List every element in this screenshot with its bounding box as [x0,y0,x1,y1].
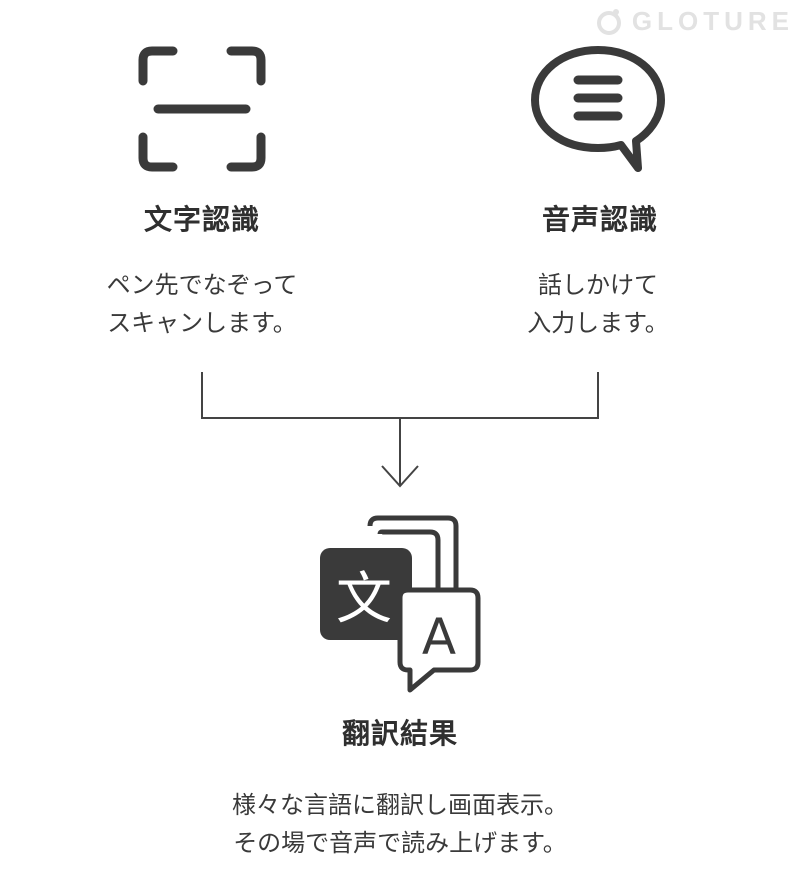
result-title: 翻訳結果 [341,717,458,750]
gloture-logo-icon [596,8,621,35]
voice-title: 音声認識 [541,203,658,236]
voice-desc-line-1: 話しかけて [538,271,658,299]
result-desc-line-2: その場で音声で読み上げます。 [233,829,567,857]
translate-en-glyph: A [422,608,456,666]
result-description: 様々な言語に翻訳し画面表示。 その場で音声で読み上げます。 [0,786,800,862]
arrow-head [381,465,419,488]
ocr-title: 文字認識 [143,203,260,236]
ocr-desc-line-2: スキャンします。 [107,309,297,337]
flow-connector [201,372,599,488]
voice-desc-line-2: 入力します。 [527,309,669,337]
translate-ja-glyph: 文 [336,567,392,632]
connector-right-line [400,372,599,419]
ocr-desc-line-1: ペン先でなぞって [106,271,298,299]
result-desc-line-1: 様々な言語に翻訳し画面表示。 [232,791,568,819]
scan-icon [138,46,266,172]
ocr-description: ペン先でなぞって スキャンします。 [2,266,402,342]
watermark: GLOTURE [594,6,794,37]
translate-icon: 文 A [320,515,481,693]
watermark-text: GLOTURE [631,6,794,36]
connector-left-line [201,372,400,419]
voice-description: 話しかけて 入力します。 [398,266,798,342]
speech-bubble-icon [531,46,665,172]
